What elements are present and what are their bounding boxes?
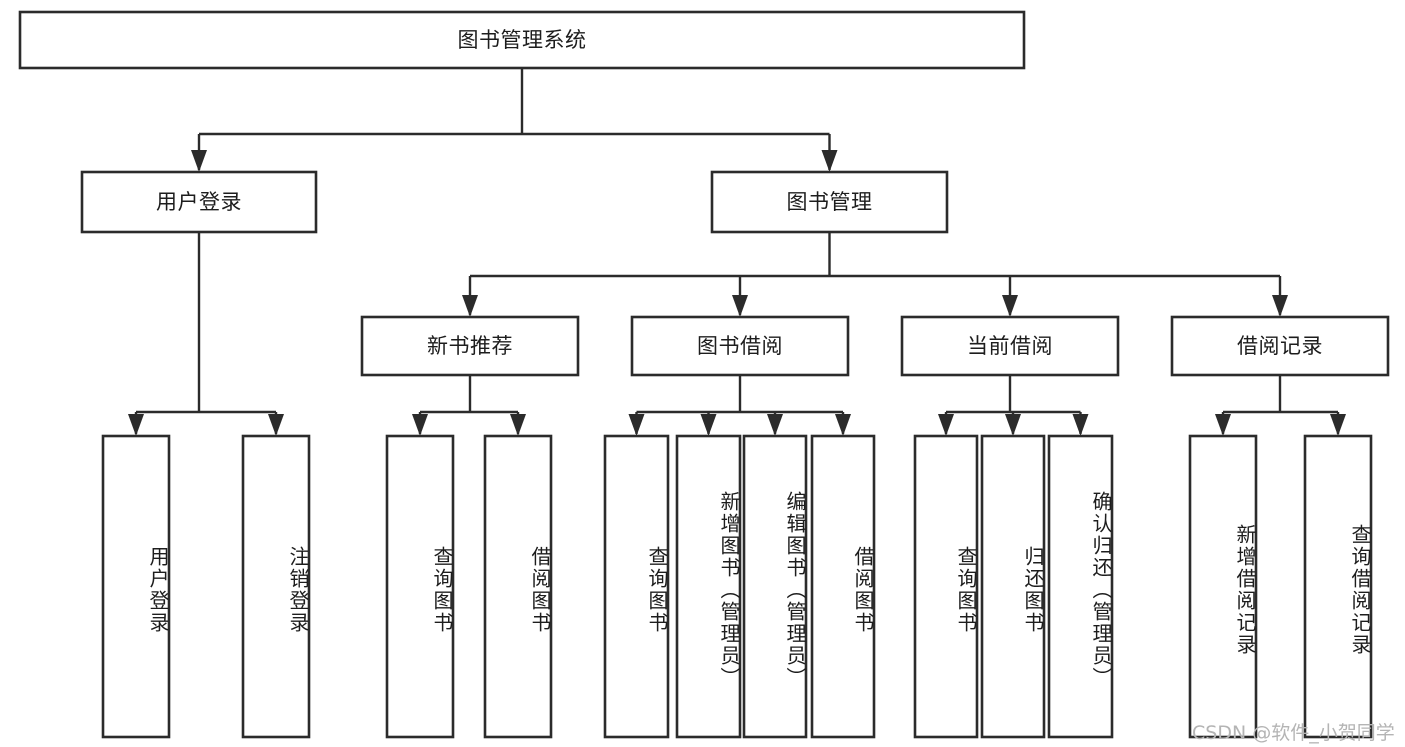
arrow-head-icon bbox=[835, 414, 851, 436]
arrow-head-icon bbox=[938, 414, 954, 436]
arrow-head-icon bbox=[821, 150, 838, 172]
arrow-head-icon bbox=[1272, 295, 1288, 317]
arrow-head-icon bbox=[1215, 414, 1231, 436]
node-leaf-query-record[interactable] bbox=[1303, 434, 1373, 739]
node-leaf-logout[interactable] bbox=[241, 434, 311, 739]
node-leaf-query-book-rec[interactable] bbox=[385, 434, 455, 739]
arrow-head-icon bbox=[700, 414, 717, 436]
arrow-head-icon bbox=[191, 150, 207, 172]
node-leaf-add-book[interactable] bbox=[675, 434, 742, 739]
node-user-login[interactable] bbox=[80, 170, 318, 234]
node-boxes bbox=[18, 10, 1390, 739]
arrow-head-icon bbox=[412, 414, 428, 436]
node-leaf-return-book[interactable] bbox=[980, 434, 1046, 739]
arrow-head-icon bbox=[732, 295, 748, 317]
node-leaf-user-login[interactable] bbox=[101, 434, 171, 739]
node-leaf-query-book-borrow[interactable] bbox=[603, 434, 670, 739]
node-leaf-query-book-cur[interactable] bbox=[913, 434, 979, 739]
connector-lines bbox=[128, 68, 1346, 436]
node-new-book-rec[interactable] bbox=[360, 315, 580, 377]
arrow-head-icon bbox=[1002, 295, 1018, 317]
node-leaf-edit-book[interactable] bbox=[742, 434, 808, 739]
arrow-head-icon bbox=[268, 414, 284, 436]
node-leaf-add-record[interactable] bbox=[1188, 434, 1258, 739]
node-leaf-borrow-book[interactable] bbox=[810, 434, 876, 739]
arrow-head-icon bbox=[1330, 414, 1346, 436]
arrow-head-icon bbox=[767, 414, 783, 436]
arrow-head-icon bbox=[128, 414, 144, 436]
node-leaf-confirm-return[interactable] bbox=[1047, 434, 1114, 739]
node-book-manage[interactable] bbox=[710, 170, 949, 234]
node-leaf-borrow-book-rec[interactable] bbox=[483, 434, 553, 739]
node-book-borrow[interactable] bbox=[630, 315, 850, 377]
node-root[interactable] bbox=[18, 10, 1026, 70]
arrow-head-icon bbox=[1005, 414, 1021, 436]
arrow-head-icon bbox=[510, 414, 526, 436]
node-borrow-record[interactable] bbox=[1170, 315, 1390, 377]
arrow-head-icon bbox=[462, 295, 478, 317]
node-current-borrow[interactable] bbox=[900, 315, 1120, 377]
arrow-head-icon bbox=[1072, 414, 1089, 436]
arrow-head-icon bbox=[628, 414, 645, 436]
